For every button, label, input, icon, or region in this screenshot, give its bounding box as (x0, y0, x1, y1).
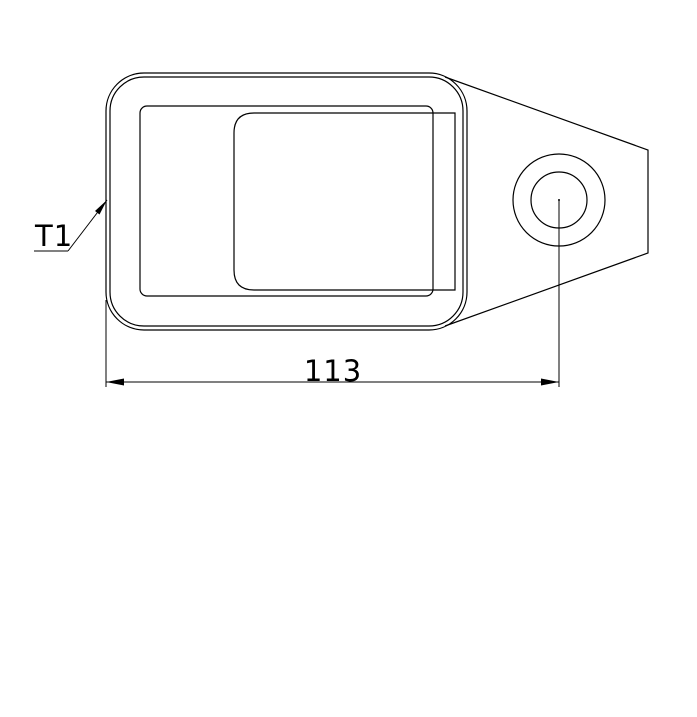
label-insert (233, 112, 456, 291)
callout-leader-arrow (95, 200, 107, 215)
dimension-label: 113 (304, 354, 362, 388)
dimension-arrow-right (541, 378, 559, 386)
tag-body-outer-outline (105, 72, 468, 331)
window-frame (139, 105, 434, 297)
tag-tab-outline (444, 76, 649, 327)
tag-body-inner-outline (109, 76, 464, 327)
callout-label: T1 (34, 219, 73, 253)
dimension-arrow-left (106, 378, 124, 386)
